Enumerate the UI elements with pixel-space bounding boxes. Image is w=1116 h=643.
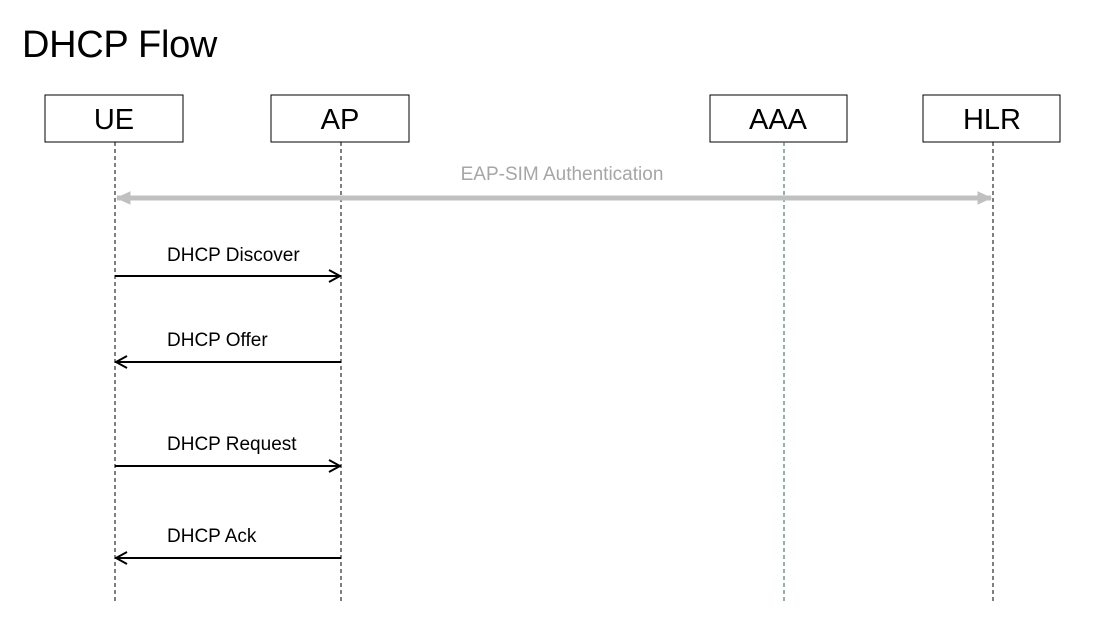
message-label-dhcp-ack: DHCP Ack: [167, 526, 257, 547]
participant-ap: AP: [270, 94, 410, 143]
participant-label: HLR: [963, 104, 1021, 136]
message-label-dhcp-offer: DHCP Offer: [167, 330, 268, 351]
message-label-dhcp-request: DHCP Request: [167, 434, 297, 455]
page-title: DHCP Flow: [22, 24, 218, 66]
participant-hlr: HLR: [922, 94, 1061, 143]
participant-label: AP: [321, 104, 360, 136]
participant-label: AAA: [749, 104, 808, 136]
participant-aaa: AAA: [709, 94, 848, 143]
participant-label: UE: [94, 104, 134, 136]
message-label-eap-sim: EAP-SIM Authentication: [461, 164, 664, 185]
participant-ue: UE: [44, 94, 184, 143]
message-label-dhcp-discover: DHCP Discover: [167, 245, 300, 266]
